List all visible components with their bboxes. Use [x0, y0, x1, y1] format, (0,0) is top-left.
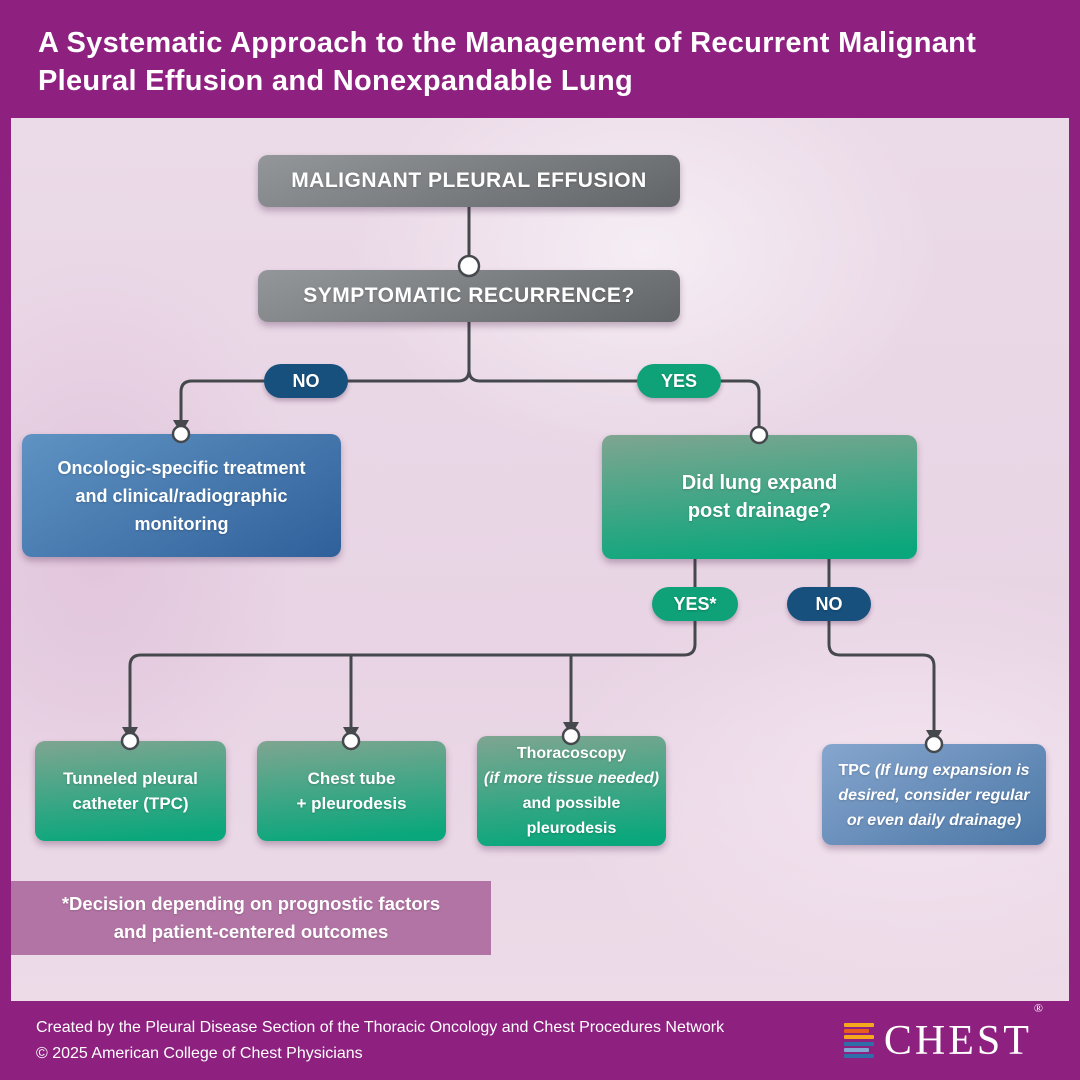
node-tunneled-pleural-catheter: Tunneled pleural catheter (TPC): [35, 741, 226, 841]
node-thoracoscopy: Thoracoscopy (if more tissue needed) and…: [477, 736, 666, 846]
node-thoracoscopy-line-4: pleurodesis: [526, 820, 617, 837]
node-oncologic-treatment: Oncologic-specific treatment and clinica…: [22, 434, 341, 557]
node-lung-expand-question: Did lung expand post drainage?: [602, 435, 917, 559]
node-malignant-pleural-effusion: MALIGNANT PLEURAL EFFUSION: [258, 155, 680, 207]
credit-line-2: © 2025 American College of Chest Physici…: [36, 1044, 363, 1062]
node-thoracoscopy-line-3: and possible: [522, 795, 621, 812]
node-lung-expand-line-2: post drainage?: [687, 500, 832, 522]
node-tpc-right-bold: TPC: [838, 762, 871, 779]
branch-label-no-1: NO: [264, 364, 348, 398]
chest-logo-icon: [843, 1022, 874, 1059]
chest-wordmark-text: CHEST: [883, 1017, 1032, 1064]
branch-label-yes-1: YES: [637, 364, 721, 398]
node-tpc-right-italic: (If lung expansion is desired, consider …: [838, 762, 1030, 829]
credit-line-1: Created by the Pleural Disease Section o…: [36, 1018, 725, 1036]
page-title-line-2: Pleural Effusion and Nonexpandable Lung: [38, 65, 633, 97]
node-symptomatic-recurrence: SYMPTOMATIC RECURRENCE?: [258, 270, 680, 322]
branch-label-yes-asterisk: YES*: [652, 587, 738, 621]
header-bar: A Systematic Approach to the Management …: [0, 0, 1080, 118]
chest-logo: CHEST®: [843, 1001, 1044, 1065]
node-thoracoscopy-line-1: Thoracoscopy: [516, 745, 627, 762]
footnote-line-1: *Decision depending on prognostic factor…: [61, 893, 441, 914]
footnote-line-2: and patient-centered outcomes: [113, 921, 389, 942]
node-chest-tube-line-2: + pleurodesis: [296, 794, 407, 813]
branch-label-no-2: NO: [787, 587, 871, 621]
node-chest-tube-line-1: Chest tube: [307, 769, 396, 788]
footnote-box: *Decision depending on prognostic factor…: [11, 881, 491, 955]
node-oncologic-line-3: monitoring: [134, 513, 229, 534]
node-oncologic-line-2: and clinical/radiographic: [75, 485, 288, 506]
flowchart-canvas: [11, 118, 1069, 1001]
node-tpc-left-line-2: catheter (TPC): [72, 794, 189, 813]
chest-wordmark: CHEST®: [883, 1001, 1044, 1065]
node-tpc-left-line-1: Tunneled pleural: [63, 769, 198, 788]
footer-bar: Created by the Pleural Disease Section o…: [0, 1001, 1080, 1080]
node-tpc-with-drainage: TPC (If lung expansion is desired, consi…: [822, 744, 1046, 845]
node-oncologic-line-1: Oncologic-specific treatment: [57, 457, 306, 478]
node-chest-tube-pleurodesis: Chest tube + pleurodesis: [257, 741, 446, 841]
page-title-line-1: A Systematic Approach to the Management …: [38, 27, 977, 59]
node-lung-expand-line-1: Did lung expand: [681, 472, 838, 494]
credits: Created by the Pleural Disease Section o…: [36, 1015, 724, 1067]
registered-mark: ®: [1033, 1000, 1046, 1015]
node-thoracoscopy-line-2: (if more tissue needed): [483, 770, 660, 787]
